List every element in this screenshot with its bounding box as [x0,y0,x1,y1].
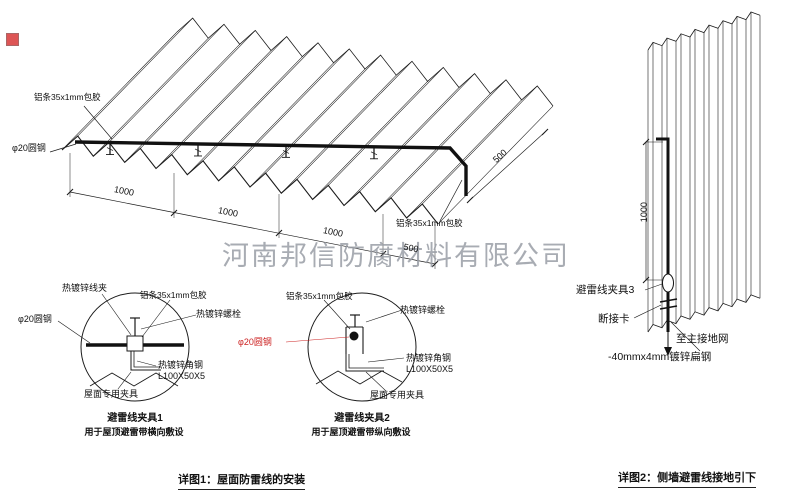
company-watermark: 河南邦信防腐材料有限公司 [222,241,570,271]
clamp1-angle-label: 热镀锌角钢 [158,360,204,370]
clamp2-angle-spec: L100X50X5 [406,364,454,374]
clamp2-bolt-label: 热镀锌螺栓 [400,305,446,315]
broken-image-icon [6,33,19,46]
roof-dimension-chain [66,128,549,269]
clamp2-fixture-label: 屋面专用夹具 [370,390,425,400]
wall-flat-steel-label: -40mmx4mm镀锌扁钢 [608,351,712,363]
wall-dimension-and-leaders [633,138,701,352]
roof-alu-strip-label-top: 铝条35x1mm包胶 [34,92,101,102]
clamp1-bolt-label: 热镀锌螺栓 [196,309,242,319]
clamp1-fixture-label: 屋面专用夹具 [84,389,139,399]
clamp2-rod-label: φ20圆钢 [238,337,272,347]
clamp1-alu-label: 铝条35x1mm包胶 [140,290,207,300]
clamp1-subtitle: 用于屋顶避雷带横向敷设 [84,427,184,437]
clamp2-title: 避雷线夹具2 [334,413,390,424]
clamp2-angle-label: 热镀锌角钢 [406,353,452,363]
clamp1-rod-label: φ20圆钢 [18,314,52,324]
roof-leader-lines [49,105,463,222]
clamp2-subtitle: 用于屋顶避雷带纵向敷设 [311,427,411,437]
clamp1-title: 避雷线夹具1 [107,413,163,424]
wall-clamp3-label: 避雷线夹具3 [576,284,635,296]
wall-downlead-wire [656,137,678,356]
clamp1-clip-label: 热镀锌线夹 [62,283,108,293]
clamp2-alu-label: 铝条35x1mm包胶 [286,291,353,301]
wall-ground-label: 至主接地网 [676,333,729,345]
corrugated-roof-panel [61,17,554,225]
clamp1-detail-circle [57,292,197,402]
roof-alu-strip-label-right: 铝条35x1mm包胶 [396,218,463,228]
wall-disconnect-label: 断接卡 [598,313,630,325]
clamp2-detail-circle [285,292,417,402]
wall-dim-1000: 1000 [638,202,649,223]
roof-round-steel-label: φ20圆钢 [12,143,46,153]
roof-lightning-wire [74,140,468,196]
clamp1-angle-spec: L100X50X5 [158,371,206,381]
detail2-caption: 详图2：侧墙避雷线接地引下 [618,469,757,488]
detail1-caption: 详图1：屋面防雷线的安装 [178,471,306,490]
corrugated-wall-panel [647,11,761,333]
